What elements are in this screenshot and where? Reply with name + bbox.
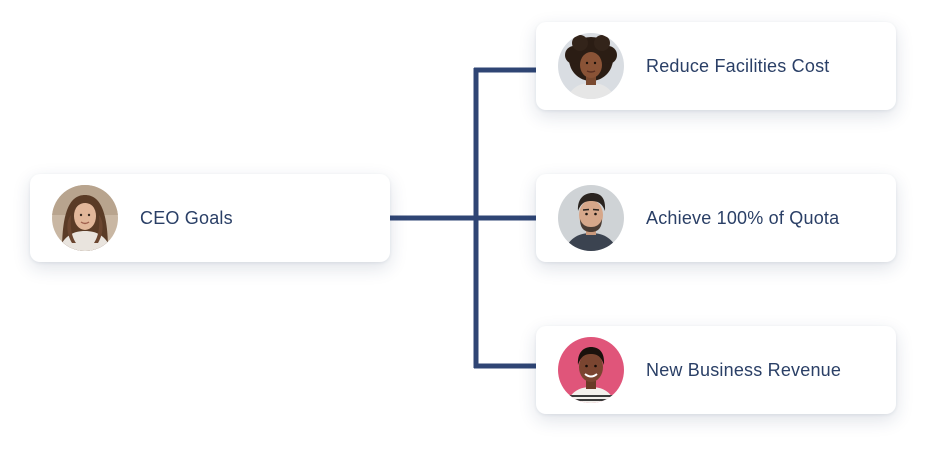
woman-long-brown-hair-avatar — [52, 185, 118, 251]
goal-card-ceo-goals[interactable]: CEO Goals — [30, 174, 390, 262]
goal-label: Reduce Facilities Cost — [646, 55, 830, 76]
woman-curly-hair-avatar — [558, 33, 624, 99]
goal-card-reduce-facilities-cost[interactable]: Reduce Facilities Cost — [536, 22, 896, 110]
goal-label: Achieve 100% of Quota — [646, 207, 840, 228]
man-dark-hair-beard-avatar — [558, 185, 624, 251]
goal-card-new-business-revenue[interactable]: New Business Revenue — [536, 326, 896, 414]
woman-pink-background-avatar — [558, 337, 624, 403]
goal-label: New Business Revenue — [646, 359, 842, 380]
goal-label: CEO Goals — [140, 207, 233, 228]
goal-card-achieve-quota[interactable]: Achieve 100% of Quota — [536, 174, 896, 262]
